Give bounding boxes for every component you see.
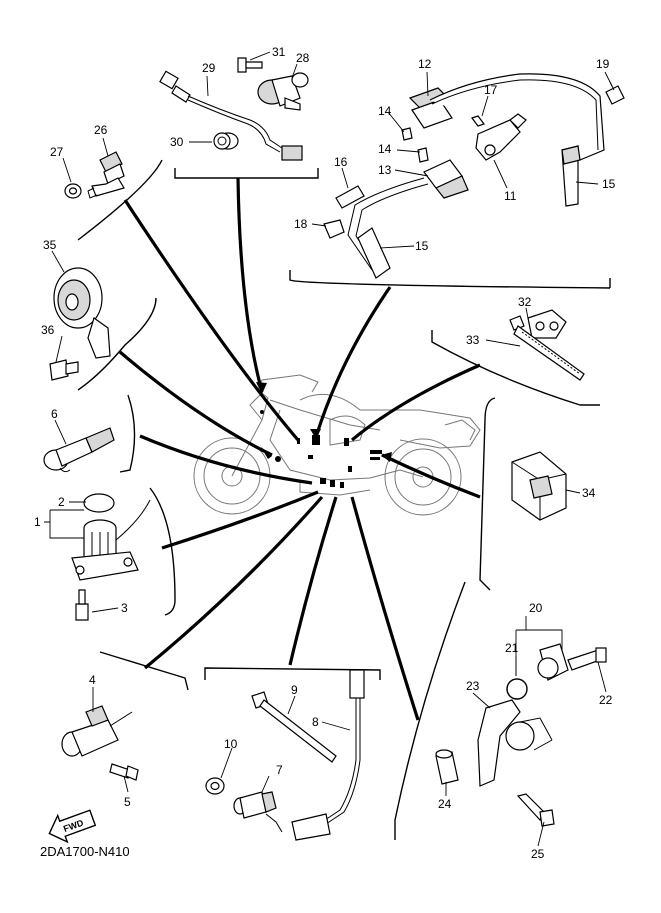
callout-30: 30 <box>170 135 184 149</box>
callout-25: 25 <box>531 847 545 861</box>
callout-14b: 14 <box>378 142 392 156</box>
part-22-bolt <box>567 647 607 671</box>
callout-13: 13 <box>378 163 392 177</box>
part-8-lead-wire <box>291 669 365 841</box>
callout-21: 21 <box>505 641 519 655</box>
part-1-sensor <box>71 499 151 581</box>
callout-35: 35 <box>43 238 57 252</box>
harness-connection-points <box>260 410 382 488</box>
callout-9: 9 <box>291 683 298 697</box>
callout-19: 19 <box>596 57 610 71</box>
callout-24: 24 <box>438 797 452 811</box>
callout-20: 20 <box>529 601 543 615</box>
part-36-bolt <box>49 359 79 381</box>
part-23-bracket <box>477 699 553 787</box>
callout-3: 3 <box>121 601 128 615</box>
part-5-bolt <box>109 763 139 781</box>
callout-7: 7 <box>276 763 283 777</box>
part-9-cable-tie <box>251 691 337 763</box>
callout-32: 32 <box>518 295 532 309</box>
part-24-collar <box>435 749 459 785</box>
part-7-sensor <box>233 791 283 833</box>
callout-34: 34 <box>582 486 596 500</box>
callout-28: 28 <box>296 51 310 65</box>
part-32-clamp <box>527 309 567 339</box>
part-34-relay <box>511 451 567 521</box>
part-21-o-ring <box>506 678 528 700</box>
part-29-wire-lead <box>159 70 303 161</box>
part-17-bolt <box>471 115 485 127</box>
part-10-washer <box>205 777 225 795</box>
callout-36: 36 <box>41 323 55 337</box>
callout-5: 5 <box>124 795 131 809</box>
part-18-clamp <box>323 219 345 239</box>
callout-10: 10 <box>224 737 238 751</box>
callout-29: 29 <box>202 61 216 75</box>
fwd-arrow-icon: FWD <box>48 809 97 844</box>
callout-6: 6 <box>51 407 58 421</box>
callout-14a: 14 <box>378 104 392 118</box>
part-31-bolt <box>237 57 263 73</box>
part-19-clamp <box>605 81 625 105</box>
part-14-bolts <box>401 127 429 163</box>
diagram-code: 2DA1700-N410 <box>40 844 130 859</box>
part-2-o-ring <box>83 493 115 513</box>
part-16-sleeve <box>335 185 365 209</box>
part-25-bolt <box>516 793 555 827</box>
callout-11: 11 <box>504 189 517 203</box>
part-4-sensor <box>61 705 133 757</box>
callout-17: 17 <box>484 83 498 97</box>
callout-8: 8 <box>312 715 319 729</box>
callout-1: 1 <box>34 515 41 529</box>
motorcycle-silhouette-icon <box>193 374 481 516</box>
part-15-plug-cap-front <box>357 227 391 279</box>
group-frames <box>77 159 611 840</box>
group-leader-lines <box>118 177 481 721</box>
part-33-cable-tie <box>509 315 585 381</box>
callout-26: 26 <box>94 123 108 137</box>
callout-23: 23 <box>466 679 480 693</box>
callout-22: 22 <box>599 693 613 707</box>
callout-12: 12 <box>418 57 432 71</box>
part-30-grommet <box>213 132 239 150</box>
callout-16: 16 <box>334 155 348 169</box>
callout-31: 31 <box>272 45 286 59</box>
part-13-ignition-coil <box>347 159 469 271</box>
callout-33: 33 <box>466 333 480 347</box>
part-15-plug-cap-rear <box>561 145 581 207</box>
callout-18: 18 <box>294 217 308 231</box>
callout-2: 2 <box>58 495 65 509</box>
callout-4: 4 <box>89 673 96 687</box>
callout-15b: 15 <box>415 239 429 253</box>
part-26-sensor <box>87 151 125 199</box>
part-3-bolt <box>75 589 89 621</box>
part-11-bracket <box>475 113 527 161</box>
part-35-horn <box>53 267 111 359</box>
callout-numbers: 1 2 3 4 5 6 7 8 9 10 11 12 13 14 14 15 1… <box>34 45 616 861</box>
part-6-sensor <box>43 427 115 473</box>
callout-leader-lines <box>44 51 613 847</box>
part-20-sensor <box>537 643 569 681</box>
part-28-sensor <box>257 72 309 111</box>
part-27-washer <box>64 183 82 199</box>
callout-15a: 15 <box>602 177 616 191</box>
leader-arrowheads <box>256 382 392 462</box>
callout-27: 27 <box>50 145 64 159</box>
